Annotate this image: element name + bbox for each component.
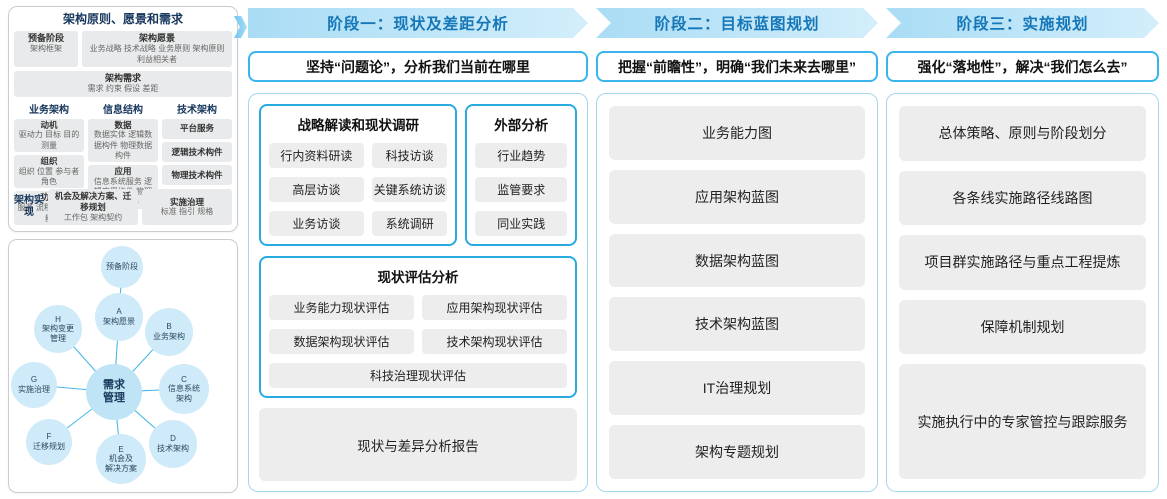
phase-2-header: 阶段二：目标蓝图规划 bbox=[596, 8, 878, 38]
vision-label: 架构愿景 bbox=[138, 33, 175, 43]
implementation-label: 架构实现 bbox=[14, 195, 44, 219]
requirements-box: 架构需求 需求 约束 假设 差距 bbox=[14, 71, 232, 97]
phase-3-column: 阶段三：实施规划 强化“落地性”，解决“我们怎么去” 总体策略、原则与阶段划分 … bbox=[886, 8, 1159, 492]
prep-label: 预备阶段 bbox=[27, 33, 64, 43]
architecture-content-panel: 架构原则、愿景和需求 预备阶段 架构框架 架构愿景 业务战略 技术战略 业务原则… bbox=[8, 6, 238, 232]
strategy-items-grid: 行内资料研读 科技访谈 高层访谈 关键系统访谈 业务访谈 系统调研 bbox=[269, 143, 448, 236]
strategy-item: 行内资料研读 bbox=[269, 143, 364, 168]
assessment-item: 数据架构现状评估 bbox=[269, 329, 414, 354]
assessment-item: 应用架构现状评估 bbox=[422, 295, 567, 320]
group-platform-service: 平台服务 bbox=[162, 118, 232, 139]
column-title: 信息结构 bbox=[103, 104, 143, 116]
architecture-domain-columns: 业务架构 动机 驱动力 目标 目的 测量 组织 组织 位置 参与者 角色 功能 … bbox=[14, 101, 232, 225]
assessment-item: 科技治理现状评估 bbox=[269, 363, 567, 388]
adm-node-f-migration: F 迁移规划 bbox=[26, 419, 72, 465]
implementation-governance-box: 实施治理 标准 指引 规格 bbox=[142, 189, 232, 225]
external-items-list: 行业趋势 监管要求 同业实践 bbox=[475, 143, 567, 236]
external-item: 行业趋势 bbox=[475, 143, 567, 168]
phase-2-item: 技术架构蓝图 bbox=[609, 297, 865, 352]
phase-3-item: 保障机制规划 bbox=[899, 299, 1146, 355]
phase-2-content: 业务能力图 应用架构蓝图 数据架构蓝图 技术架构蓝图 IT治理规划 架构专题规划 bbox=[596, 93, 878, 492]
assessment-box: 现状评估分析 业务能力现状评估 应用架构现状评估 数据架构现状评估 技术架构现状… bbox=[259, 256, 577, 398]
phase-1-top-row: 战略解读和现状调研 行内资料研读 科技访谈 高层访谈 关键系统访谈 业务访谈 系… bbox=[259, 104, 577, 246]
strategy-item: 高层访谈 bbox=[269, 177, 364, 202]
strategy-item: 业务访谈 bbox=[269, 211, 364, 236]
vision-box: 架构愿景 业务战略 技术战略 业务原则 架构原则 利益相关者 bbox=[82, 31, 232, 68]
assessment-item: 技术架构现状评估 bbox=[422, 329, 567, 354]
phase-2-column: 阶段二：目标蓝图规划 把握“前瞻性”，明确“我们未来去哪里” 业务能力图 应用架… bbox=[596, 8, 878, 492]
phase-3-subtitle: 强化“落地性”，解决“我们怎么去” bbox=[886, 51, 1159, 82]
phase-3-item: 总体策略、原则与阶段划分 bbox=[899, 106, 1146, 161]
phase-3-header: 阶段三：实施规划 bbox=[886, 8, 1159, 38]
strategy-item: 科技访谈 bbox=[371, 143, 448, 168]
opportunities-migration-box: 机会及解决方案、迁移规划 工作包 架构契约 bbox=[48, 189, 138, 225]
adm-node-e-opportunities: E 机会及 解决方案 bbox=[96, 434, 146, 484]
phase-3-item: 各条线实施路径线路图 bbox=[899, 170, 1146, 226]
phase-3-item: 项目群实施路径与重点工程提炼 bbox=[899, 235, 1146, 290]
phase-3-content: 总体策略、原则与阶段划分 各条线实施路径线路图 项目群实施路径与重点工程提炼 保… bbox=[886, 93, 1159, 492]
group-logical-tech: 逻辑技术构件 bbox=[162, 141, 232, 163]
external-item: 监管要求 bbox=[475, 177, 567, 202]
information-arch-column: 信息结构 数据 数据实体 逻辑数据构件 物理数据构件 应用 信息系统服务 逻辑应… bbox=[88, 101, 158, 210]
external-analysis-box: 外部分析 行业趋势 监管要求 同业实践 bbox=[465, 104, 577, 246]
phase-2-item: 业务能力图 bbox=[609, 106, 865, 160]
adm-node-requirements-management: 需求 管理 bbox=[86, 364, 142, 420]
group-motivation: 动机 驱动力 目标 目的 测量 bbox=[14, 118, 84, 153]
vision-sub: 业务战略 技术战略 业务原则 架构原则 利益相关者 bbox=[89, 44, 225, 64]
phase-2-item: 架构专题规划 bbox=[609, 425, 865, 479]
adm-cycle-panel: 预备阶段 A 架构愿景 B 业务架构 C 信息系统 架构 D 技术架构 E 机会… bbox=[8, 239, 238, 493]
requirements-label: 架构需求 bbox=[104, 73, 141, 84]
phase-3-item: 实施执行中的专家管控与跟踪服务 bbox=[899, 364, 1146, 480]
panel-title: 架构原则、愿景和需求 bbox=[62, 12, 183, 26]
technology-arch-column: 技术架构 平台服务 逻辑技术构件 物理技术构件 bbox=[162, 101, 232, 186]
architecture-implementation-row: 架构实现 机会及解决方案、迁移规划 工作包 架构契约 实施治理 标准 指引 规格 bbox=[14, 189, 232, 225]
phases-area: 阶段一：现状及差距分析 坚持“问题论”，分析我们当前在哪里 战略解读和现状调研 … bbox=[234, 8, 1159, 492]
strategy-item: 系统调研 bbox=[371, 211, 448, 236]
adm-node-b-business: B 业务架构 bbox=[145, 308, 193, 356]
phase-2-subtitle: 把握“前瞻性”，明确“我们未来去哪里” bbox=[596, 51, 878, 82]
phase-2-item: 数据架构蓝图 bbox=[609, 233, 865, 288]
prep-sub: 架构框架 bbox=[30, 44, 62, 54]
adm-node-h-change: H 架构变更 管理 bbox=[34, 305, 82, 353]
adm-node-a-vision: A 架构愿景 bbox=[95, 293, 143, 341]
adm-node-preliminary: 预备阶段 bbox=[101, 246, 143, 288]
group-physical-tech: 物理技术构件 bbox=[162, 165, 232, 186]
gap-analysis-report-box: 现状与差异分析报告 bbox=[259, 408, 577, 481]
assessment-item: 业务能力现状评估 bbox=[269, 295, 414, 320]
prep-vision-row: 预备阶段 架构框架 架构愿景 业务战略 技术战略 业务原则 架构原则 利益相关者 bbox=[14, 31, 232, 68]
column-title: 技术架构 bbox=[177, 104, 217, 116]
sidebar: 架构原则、愿景和需求 预备阶段 架构框架 架构愿景 业务战略 技术战略 业务原则… bbox=[8, 6, 238, 493]
phase-1-subtitle: 坚持“问题论”，分析我们当前在哪里 bbox=[248, 51, 588, 82]
group-data: 数据 数据实体 逻辑数据构件 物理数据构件 bbox=[88, 118, 158, 163]
phase-2-item: 应用架构蓝图 bbox=[609, 169, 865, 224]
phase-1-content: 战略解读和现状调研 行内资料研读 科技访谈 高层访谈 关键系统访谈 业务访谈 系… bbox=[248, 93, 588, 492]
external-item: 同业实践 bbox=[475, 211, 567, 236]
adm-node-c-information: C 信息系统 架构 bbox=[159, 364, 209, 414]
strategy-research-box: 战略解读和现状调研 行内资料研读 科技访谈 高层访谈 关键系统访谈 业务访谈 系… bbox=[259, 104, 458, 246]
group-organization: 组织 组织 位置 参与者 角色 bbox=[14, 155, 84, 189]
flow-arrow-icon bbox=[234, 16, 247, 38]
assessment-items-grid: 业务能力现状评估 应用架构现状评估 数据架构现状评估 技术架构现状评估 科技治理… bbox=[269, 295, 567, 388]
requirements-sub: 需求 约束 假设 差距 bbox=[87, 84, 159, 94]
business-arch-column: 业务架构 动机 驱动力 目标 目的 测量 组织 组织 位置 参与者 角色 功能 … bbox=[14, 101, 84, 225]
strategy-item: 关键系统访谈 bbox=[371, 177, 448, 202]
phase-1-column: 阶段一：现状及差距分析 坚持“问题论”，分析我们当前在哪里 战略解读和现状调研 … bbox=[234, 8, 588, 492]
phase-1-header: 阶段一：现状及差距分析 bbox=[248, 8, 588, 38]
prep-phase-box: 预备阶段 架构框架 bbox=[14, 31, 78, 68]
adm-node-g-governance: G 实施治理 bbox=[11, 362, 57, 408]
column-title: 业务架构 bbox=[29, 104, 69, 116]
adm-node-d-technology: D 技术架构 bbox=[149, 420, 197, 468]
phase-2-item: IT治理规划 bbox=[609, 361, 865, 416]
